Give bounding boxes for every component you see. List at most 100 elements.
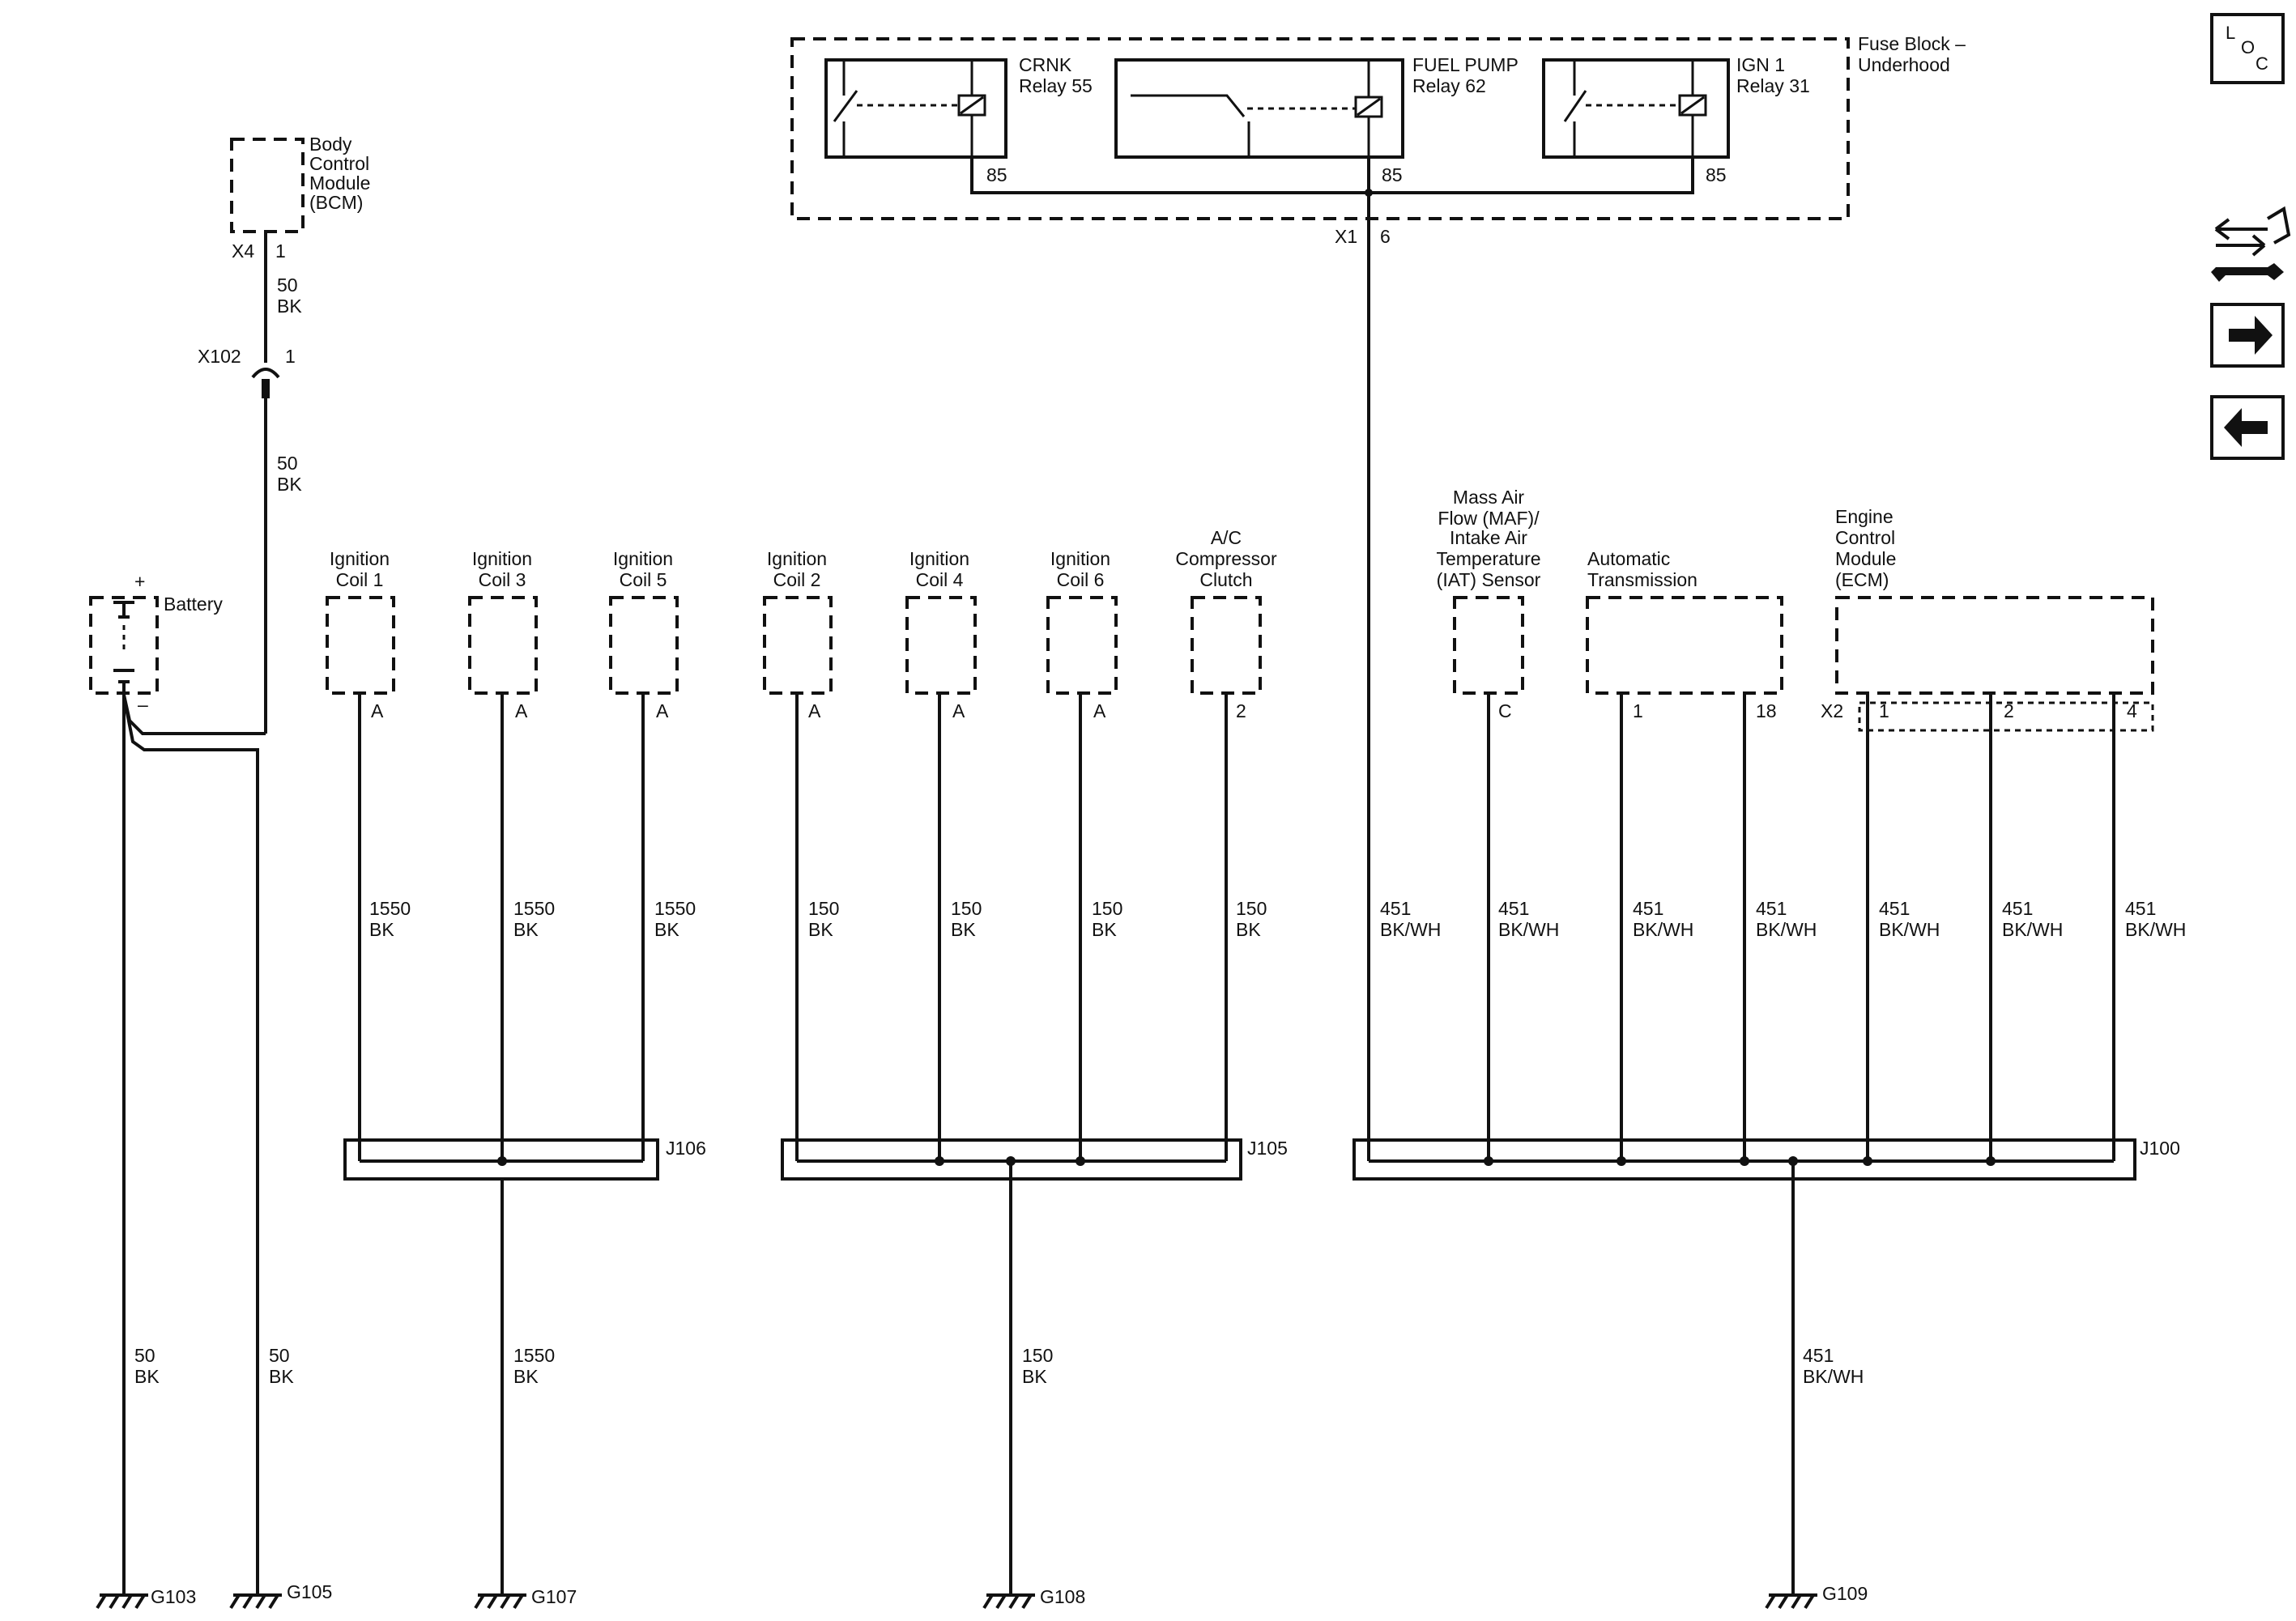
maf-label-line3: Intake Air <box>1450 527 1527 548</box>
maf-label-line5: (IAT) Sensor <box>1437 569 1541 590</box>
coil1-label-line2: Coil 1 <box>336 569 384 590</box>
maf-label-line1: Mass Air <box>1453 487 1525 508</box>
ground-g103: 50 BK G103 <box>96 1345 196 1610</box>
ecm-wire2-color: BK/WH <box>2002 919 2063 940</box>
coil1-wire-circuit: 1550 <box>369 898 411 919</box>
engine-control-module: Engine Control Module (ECM) X2 1 2 4 451… <box>1821 506 2186 940</box>
coil4-wire-circuit: 150 <box>951 898 982 919</box>
ac-clutch-label-line1: A/C <box>1211 527 1242 548</box>
j106-label: J106 <box>666 1138 706 1159</box>
coil6-label-line1: Ignition <box>1050 548 1110 569</box>
ground-icon <box>1765 1585 1817 1610</box>
fuel-pump-relay-62: FUEL PUMP Relay 62 85 <box>1114 54 1519 185</box>
j106-ground-wire-circuit: 1550 <box>513 1345 555 1366</box>
coil4-wire-color: BK <box>951 919 976 940</box>
ground-g107: G107 <box>474 1585 577 1610</box>
j100-ground-wire-color: BK/WH <box>1803 1366 1864 1387</box>
coil5-wire-color: BK <box>654 919 679 940</box>
fuel-pump-relay-pin: 85 <box>1382 164 1403 185</box>
ecm-label-line1: Engine <box>1835 506 1893 527</box>
j100-ground-wire-circuit: 451 <box>1803 1345 1834 1366</box>
coil3-label-line1: Ignition <box>472 548 532 569</box>
ac-compressor-clutch: A/C Compressor Clutch 2 150 BK <box>1175 527 1277 940</box>
transmission-label-line2: Transmission <box>1587 569 1698 590</box>
transmission-label-line1: Automatic <box>1587 548 1670 569</box>
ecm-label-line4: (ECM) <box>1835 569 1889 590</box>
loc-letter-c: C <box>2256 53 2268 74</box>
battery-plus: + <box>134 571 145 592</box>
ecm-pin-4: 4 <box>2127 700 2137 721</box>
j100-label: J100 <box>2140 1138 2180 1159</box>
j106-ground-wire-color: BK <box>513 1366 539 1387</box>
component-wires <box>358 693 2115 1161</box>
coil2-label-line2: Coil 2 <box>773 569 821 590</box>
g103-wire-circuit: 50 <box>134 1345 155 1366</box>
ac-clutch-label-line2: Compressor <box>1175 548 1277 569</box>
coil5-label-line2: Coil 5 <box>620 569 667 590</box>
ground-icon <box>474 1585 526 1610</box>
bcm-connector: X4 <box>232 240 254 262</box>
battery-minus: – <box>138 694 148 715</box>
g107-label: G107 <box>531 1586 577 1607</box>
crnk-relay-label-line2: Relay 55 <box>1019 75 1093 96</box>
ground-g109: G109 <box>1765 1583 1868 1610</box>
ecm-wire4-circuit: 451 <box>2125 898 2156 919</box>
coil6-pin: A <box>1093 700 1106 721</box>
ignition-coil-6: Ignition Coil 6 A 150 BK <box>1046 548 1122 940</box>
transmission-pin-1: 1 <box>1633 700 1643 721</box>
ac-clutch-pin: 2 <box>1236 700 1246 721</box>
maf-label-line2: Flow (MAF)/ <box>1438 508 1540 529</box>
ecm-wire1-color: BK/WH <box>1879 919 1940 940</box>
coil6-wire-circuit: 150 <box>1092 898 1122 919</box>
coil3-wire-circuit: 1550 <box>513 898 555 919</box>
crnk-relay-label-line1: CRNK <box>1019 54 1072 75</box>
coil1-label-line1: Ignition <box>330 548 390 569</box>
tools-swap-icon[interactable] <box>2211 206 2291 282</box>
ignition-coil-2: Ignition Coil 2 A 150 BK <box>763 548 839 940</box>
coil5-label-line1: Ignition <box>613 548 673 569</box>
g105-label: G105 <box>287 1581 332 1602</box>
coil2-wire-color: BK <box>808 919 833 940</box>
coil4-label-line1: Ignition <box>909 548 969 569</box>
coil5-pin: A <box>656 700 669 721</box>
loc-letter-l: L <box>2226 23 2235 43</box>
transmission-pin-18: 18 <box>1756 700 1777 721</box>
next-page-button[interactable] <box>2210 303 2285 368</box>
fuse-block-title-line2: Underhood <box>1858 54 1950 75</box>
ign1-relay-label-line1: IGN 1 <box>1736 54 1785 75</box>
crnk-relay-55: CRNK Relay 55 85 <box>824 54 1093 185</box>
ecm-label-line3: Module <box>1835 548 1896 569</box>
ac-clutch-wire-color: BK <box>1236 919 1261 940</box>
bcm-label-line2: Control <box>309 153 369 174</box>
previous-page-button[interactable] <box>2210 395 2285 460</box>
ecm-pin-1: 1 <box>1879 700 1889 721</box>
ecm-wire2-circuit: 451 <box>2002 898 2033 919</box>
bcm-pin: 1 <box>275 240 286 262</box>
ignition-coil-1: Ignition Coil 1 A 1550 BK <box>326 548 411 940</box>
j105-label: J105 <box>1247 1138 1288 1159</box>
coil2-pin: A <box>808 700 821 721</box>
splice-j100: J100 451 BK/WH <box>1352 1138 2180 1585</box>
maf-pin: C <box>1498 700 1512 721</box>
splice-j106: J106 1550 BK <box>343 1138 706 1585</box>
coil6-label-line2: Coil 6 <box>1057 569 1105 590</box>
ecm-connector: X2 <box>1821 700 1843 721</box>
fuel-pump-relay-label-line1: FUEL PUMP <box>1412 54 1519 75</box>
bcm-wire-top-color: BK <box>277 296 302 317</box>
ac-clutch-label-line3: Clutch <box>1199 569 1252 590</box>
x102-connector: X102 <box>198 346 241 367</box>
g103-wire-color: BK <box>134 1366 160 1387</box>
loc-button[interactable]: L O C <box>2210 13 2285 84</box>
j105-ground-wire-color: BK <box>1022 1366 1047 1387</box>
fuse-block-underhood: Fuse Block – Underhood CRNK Relay 55 85 … <box>790 33 1966 247</box>
g108-label: G108 <box>1040 1586 1085 1607</box>
maf-wire-circuit: 451 <box>1498 898 1529 919</box>
transmission-wire1-color: BK/WH <box>1633 919 1693 940</box>
coil4-label-line2: Coil 4 <box>916 569 964 590</box>
bcm-wire-bottom-color: BK <box>277 474 302 495</box>
bcm-label-line1: Body <box>309 134 352 155</box>
fuse-wire-circuit: 451 <box>1380 898 1411 919</box>
x102-pin: 1 <box>285 346 296 367</box>
ground-icon <box>96 1593 148 1610</box>
